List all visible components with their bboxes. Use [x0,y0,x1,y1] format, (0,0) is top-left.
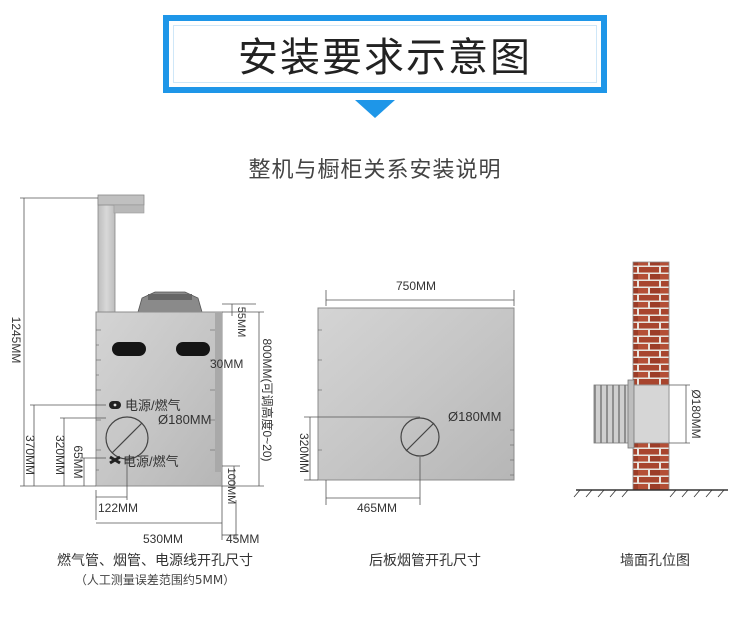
front-hole-label: Ø180MM [158,412,211,427]
dim-side: 30MM [210,357,243,371]
front-hole-slash [111,422,143,454]
knob-left [112,342,146,356]
dim-total-height: 1245MM [9,317,23,364]
chimney-cap-shadow [113,204,145,214]
title-box: 安装要求示意图 [163,15,607,93]
stove-side-edge [215,312,222,472]
back-panel-view: 750MM Ø180MM 320MM 465MM [297,279,515,515]
back-hole-label: Ø180MM [448,409,501,424]
title-arrow-icon [355,100,395,118]
power-gas-label-1: 电源/燃气 [125,398,181,413]
back-panel [317,307,515,481]
dim-right-bottom: 100MM [225,468,237,505]
chimney-pipe [97,197,116,317]
brick-wall [632,261,670,491]
power-gas-marker-2 [109,455,121,465]
dim-back-320: 320MM [297,433,311,473]
dim-65: 65MM [71,445,85,478]
front-view-caption-note: （人工测量误差范围约5MM） [74,573,236,587]
section-subtitle: 整机与橱柜关系安装说明 [248,158,502,183]
front-view: 1245MM 55MM 30MM 800MM(可调高度0~20) 100MM 3… [9,194,275,546]
dim-back-465: 465MM [357,501,397,515]
back-hole-slash [405,422,435,452]
dim-back-width: 750MM [396,279,436,293]
dim-adjust: 800MM(可调高度0~20) [260,338,275,461]
front-hole-circle [105,416,149,460]
dim-122: 122MM [98,501,138,515]
dim-45: 45MM [226,532,259,546]
back-panel-caption: 后板烟管开孔尺寸 [369,553,481,569]
dim-top: 55MM [235,307,247,338]
wall-hole-label: Ø180MM [689,389,703,438]
back-hole-circle [400,417,440,457]
wall-view: Ø180MM [573,261,728,498]
flex-duct [593,384,631,444]
title-inner-border [173,25,597,83]
burner-grate [148,294,192,300]
front-view-caption: 燃气管、烟管、电源线开孔尺寸 [57,553,253,569]
power-gas-label-2: 电源/燃气 [123,454,179,469]
knob-right [176,342,210,356]
dim-320: 320MM [53,435,67,475]
wall-hole-sleeve [632,384,670,444]
chimney-cap [97,194,145,206]
dim-530: 530MM [143,532,183,546]
dim-370: 370MM [23,435,37,475]
page-title: 安装要求示意图 [238,35,532,81]
wall-caption: 墙面孔位图 [620,553,690,569]
duct-flange [627,379,635,449]
